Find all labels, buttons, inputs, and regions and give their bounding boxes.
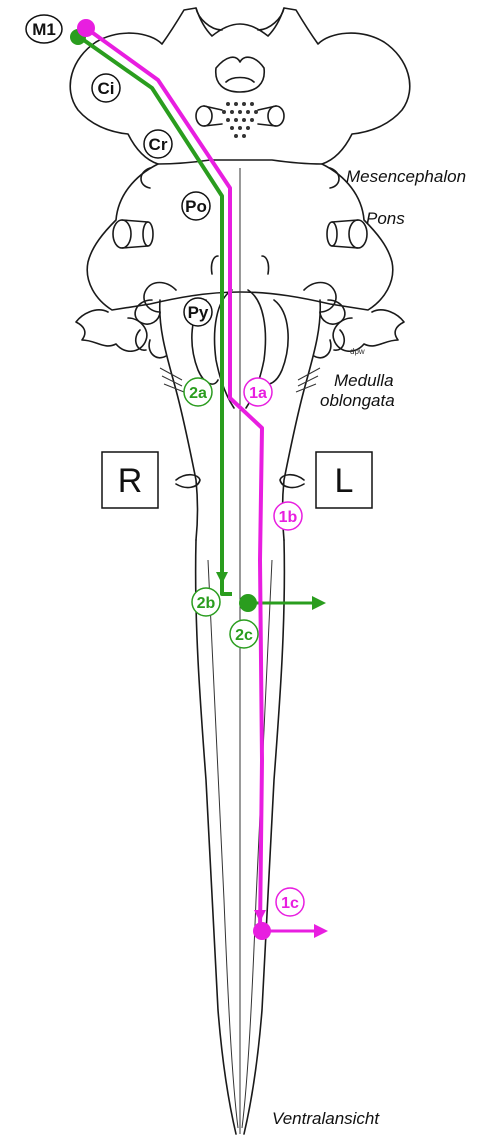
trigeminal-left-stub bbox=[113, 220, 153, 248]
side-box-right: R bbox=[102, 452, 158, 508]
marker-1a-label: 1a bbox=[249, 385, 267, 402]
marker-2b: 2b bbox=[192, 588, 220, 616]
mesencephalon-label: Mesencephalon bbox=[346, 167, 466, 186]
green-arrow-down bbox=[216, 572, 228, 584]
marker-2a: 2a bbox=[184, 378, 212, 406]
side-left-label: L bbox=[335, 462, 354, 500]
green-output-arrowhead bbox=[312, 596, 326, 610]
marker-2c: 2c bbox=[230, 620, 258, 648]
cranial-nerve-left bbox=[76, 283, 184, 393]
label-ci: Ci bbox=[92, 74, 120, 102]
pons-label: Pons bbox=[366, 209, 405, 228]
marker-2a-label: 2a bbox=[189, 385, 207, 402]
marker-1b-label: 1b bbox=[279, 509, 298, 526]
po-label: Po bbox=[185, 197, 207, 216]
tectum-shape bbox=[216, 57, 265, 92]
view-label: Ventralansicht bbox=[272, 1109, 380, 1128]
dotted-region bbox=[222, 102, 258, 138]
label-po: Po bbox=[182, 192, 210, 220]
side-box-left: L bbox=[316, 452, 372, 508]
py-label: Py bbox=[188, 303, 209, 322]
label-m1: M1 bbox=[26, 15, 62, 43]
marker-1b: 1b bbox=[274, 502, 302, 530]
marker-2c-label: 2c bbox=[235, 627, 253, 644]
m1-label: M1 bbox=[32, 20, 56, 39]
ci-label: Ci bbox=[98, 79, 115, 98]
magenta-output-arrowhead bbox=[314, 924, 328, 938]
medulla-label-line2: oblongata bbox=[320, 391, 395, 410]
trigeminal-right-stub bbox=[327, 220, 367, 248]
artist-signature: dpw bbox=[350, 347, 365, 356]
side-right-label: R bbox=[118, 462, 143, 500]
marker-1a: 1a bbox=[244, 378, 272, 406]
marker-2b-label: 2b bbox=[197, 595, 216, 612]
marker-1c-label: 1c bbox=[281, 895, 299, 912]
medulla-label-line1: Medulla bbox=[334, 371, 394, 390]
mesencephalon-outline bbox=[70, 8, 410, 164]
label-py: Py bbox=[184, 298, 212, 326]
label-cr: Cr bbox=[144, 130, 172, 158]
marker-1c: 1c bbox=[276, 888, 304, 916]
cr-label: Cr bbox=[149, 135, 168, 154]
spinal-cord-left-edge bbox=[196, 540, 236, 1134]
m1-magenta-dot bbox=[77, 19, 95, 37]
